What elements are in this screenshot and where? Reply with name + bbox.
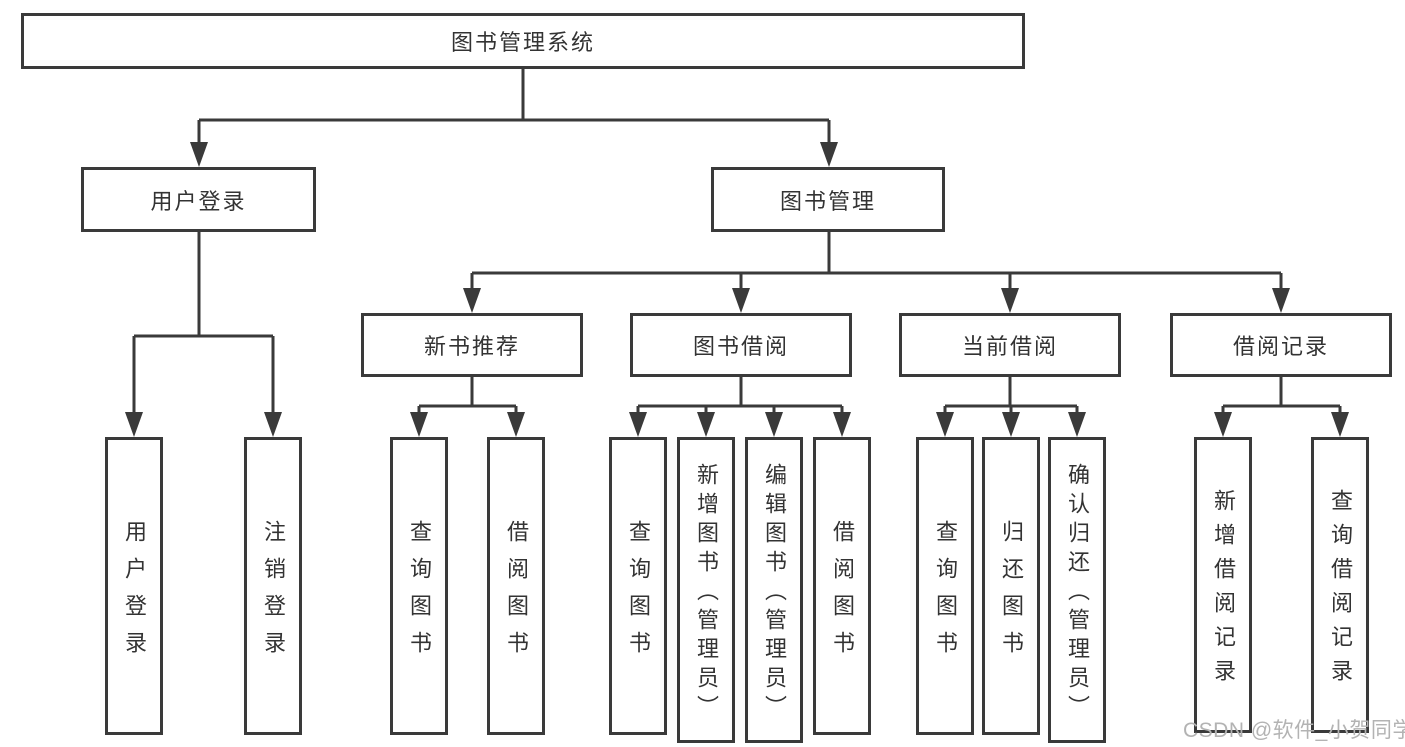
leaf-recommend-borrow-book: 借阅图书 [487, 437, 545, 735]
edge-userlogin-to-leaves [132, 232, 275, 416]
node-label: 查询借阅记录 [1328, 489, 1353, 693]
leaf-query-borrow-record: 查询借阅记录 [1311, 437, 1369, 733]
edge-newbookrec-to-leaves [417, 377, 518, 416]
node-label: 查询图书 [626, 519, 651, 668]
node-label: 归还图书 [999, 519, 1024, 668]
node-label: 查询图书 [933, 519, 958, 668]
arrowhead [1331, 412, 1349, 437]
arrowhead [1272, 288, 1290, 313]
arrowhead [1068, 412, 1086, 437]
leaf-current-query-book: 查询图书 [916, 437, 974, 735]
leaf-return-book: 归还图书 [982, 437, 1040, 735]
leaf-user-login: 用户登录 [105, 437, 163, 735]
arrowhead [820, 142, 838, 167]
edge-bookmgmt-to-level3 [470, 232, 1283, 292]
leaf-add-book-admin: 新增图书（管理员） [677, 437, 735, 743]
node-label: 确认归还（管理员） [1065, 463, 1090, 724]
node-label: 借阅图书 [504, 519, 529, 668]
arrowhead [410, 412, 428, 437]
leaf-recommend-query-book: 查询图书 [390, 437, 448, 735]
leaf-borrow-query-book: 查询图书 [609, 437, 667, 735]
node-label: 图书借阅 [692, 334, 789, 359]
node-label: 借阅记录 [1232, 334, 1329, 359]
arrowhead [463, 288, 481, 313]
node-current-borrowing: 当前借阅 [899, 313, 1121, 377]
edge-currentborrow-to-leaves [943, 377, 1079, 416]
leaf-add-borrow-record: 新增借阅记录 [1194, 437, 1252, 733]
node-label: 注销登录 [261, 519, 286, 668]
leaf-logout: 注销登录 [244, 437, 302, 735]
edge-root-to-level2 [197, 69, 831, 145]
arrowhead [697, 412, 715, 437]
arrowhead [1214, 412, 1232, 437]
arrowhead [936, 412, 954, 437]
leaf-borrow-book: 借阅图书 [813, 437, 871, 735]
node-label: 当前借阅 [961, 334, 1058, 359]
node-book-borrowing: 图书借阅 [630, 313, 852, 377]
node-label: 编辑图书（管理员） [762, 463, 787, 724]
leaf-edit-book-admin: 编辑图书（管理员） [745, 437, 803, 743]
arrowhead [507, 412, 525, 437]
node-label: 查询图书 [407, 519, 432, 668]
node-new-book-recommend: 新书推荐 [361, 313, 583, 377]
node-label: 用户登录 [150, 188, 247, 214]
node-label: 新增图书（管理员） [694, 463, 719, 724]
arrowhead [190, 142, 208, 167]
node-label: 图书管理 [779, 188, 876, 214]
csdn-watermark: CSDN @软件_小贺同学 [1183, 719, 1405, 742]
node-label: 新增借阅记录 [1211, 489, 1236, 693]
arrowhead [125, 412, 143, 437]
arrowhead [629, 412, 647, 437]
node-root-library-system: 图书管理系统 [21, 13, 1025, 69]
edge-bookborrow-to-leaves [636, 377, 844, 416]
arrowhead [833, 412, 851, 437]
edge-borrowrecord-to-leaves [1221, 377, 1342, 416]
node-label: 借阅图书 [830, 519, 855, 668]
arrowhead [1001, 288, 1019, 313]
arrowhead [264, 412, 282, 437]
arrowhead [732, 288, 750, 313]
leaf-confirm-return-admin: 确认归还（管理员） [1048, 437, 1106, 743]
node-borrowing-records: 借阅记录 [1170, 313, 1392, 377]
arrowhead [765, 412, 783, 437]
node-label: 图书管理系统 [450, 30, 595, 55]
node-label: 新书推荐 [423, 334, 520, 359]
node-label: 用户登录 [122, 519, 147, 668]
node-user-login: 用户登录 [81, 167, 316, 232]
arrowhead [1002, 412, 1020, 437]
node-book-management: 图书管理 [711, 167, 945, 232]
